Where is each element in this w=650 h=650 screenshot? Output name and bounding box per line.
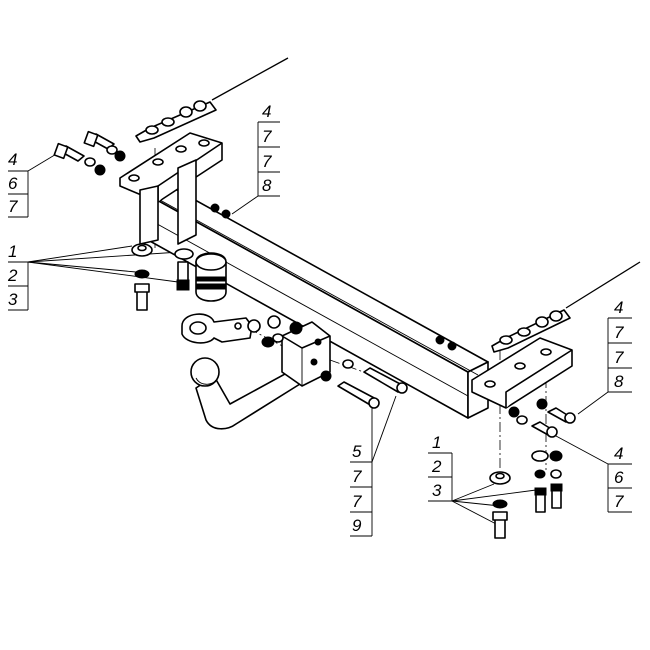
right-lower-fasteners <box>489 450 563 539</box>
callout-stack-bottom-right: 1 2 3 <box>428 433 537 527</box>
callout-label: 7 <box>8 197 18 216</box>
callout-stack-right-lower: 4 6 7 <box>555 435 632 513</box>
callout-label: 4 <box>8 150 17 169</box>
socket-plate <box>181 313 253 344</box>
callout-stack-mid-left: 1 2 3 <box>7 242 181 311</box>
callout-stack-top-left: 4 6 7 <box>8 146 69 218</box>
callout-label: 2 <box>431 457 442 476</box>
callout-label: 8 <box>262 176 272 195</box>
callout-label: 3 <box>432 481 442 500</box>
callout-label: 7 <box>352 467 362 486</box>
callout-label: 7 <box>352 492 362 511</box>
callout-label: 4 <box>614 298 623 317</box>
electrical-socket <box>195 252 227 302</box>
left-lower-fasteners <box>131 243 194 311</box>
callout-stack-top-center: 4 7 7 8 <box>231 102 280 215</box>
callout-label: 6 <box>8 174 18 193</box>
left-upper-bolts <box>53 130 126 176</box>
callout-label: 3 <box>8 290 18 309</box>
left-tie-rod <box>135 57 289 143</box>
callout-stack-bottom-center: 5 7 7 9 <box>350 395 397 537</box>
callout-label: 1 <box>432 433 441 452</box>
callout-label: 4 <box>262 102 271 121</box>
callout-label: 7 <box>262 127 272 146</box>
callout-label: 7 <box>262 152 272 171</box>
callout-label: 9 <box>352 516 362 535</box>
callout-label: 7 <box>614 323 624 342</box>
callout-label: 6 <box>614 468 624 487</box>
callout-label: 5 <box>352 442 362 461</box>
tow-ball-neck <box>190 321 331 430</box>
callout-stack-right-upper: 4 7 7 8 <box>577 298 632 415</box>
callout-label: 1 <box>8 242 17 261</box>
right-tie-rod <box>491 261 641 353</box>
hitch-long-bolts <box>337 367 408 409</box>
callout-label: 7 <box>614 492 624 511</box>
callout-label: 4 <box>614 444 623 463</box>
right-upper-bolts <box>508 398 576 438</box>
callout-label: 8 <box>614 372 624 391</box>
tow-hitch-nuts <box>247 315 354 382</box>
callout-label: 2 <box>7 266 18 285</box>
callout-label: 7 <box>614 348 624 367</box>
left-mounting-bracket <box>119 132 231 245</box>
